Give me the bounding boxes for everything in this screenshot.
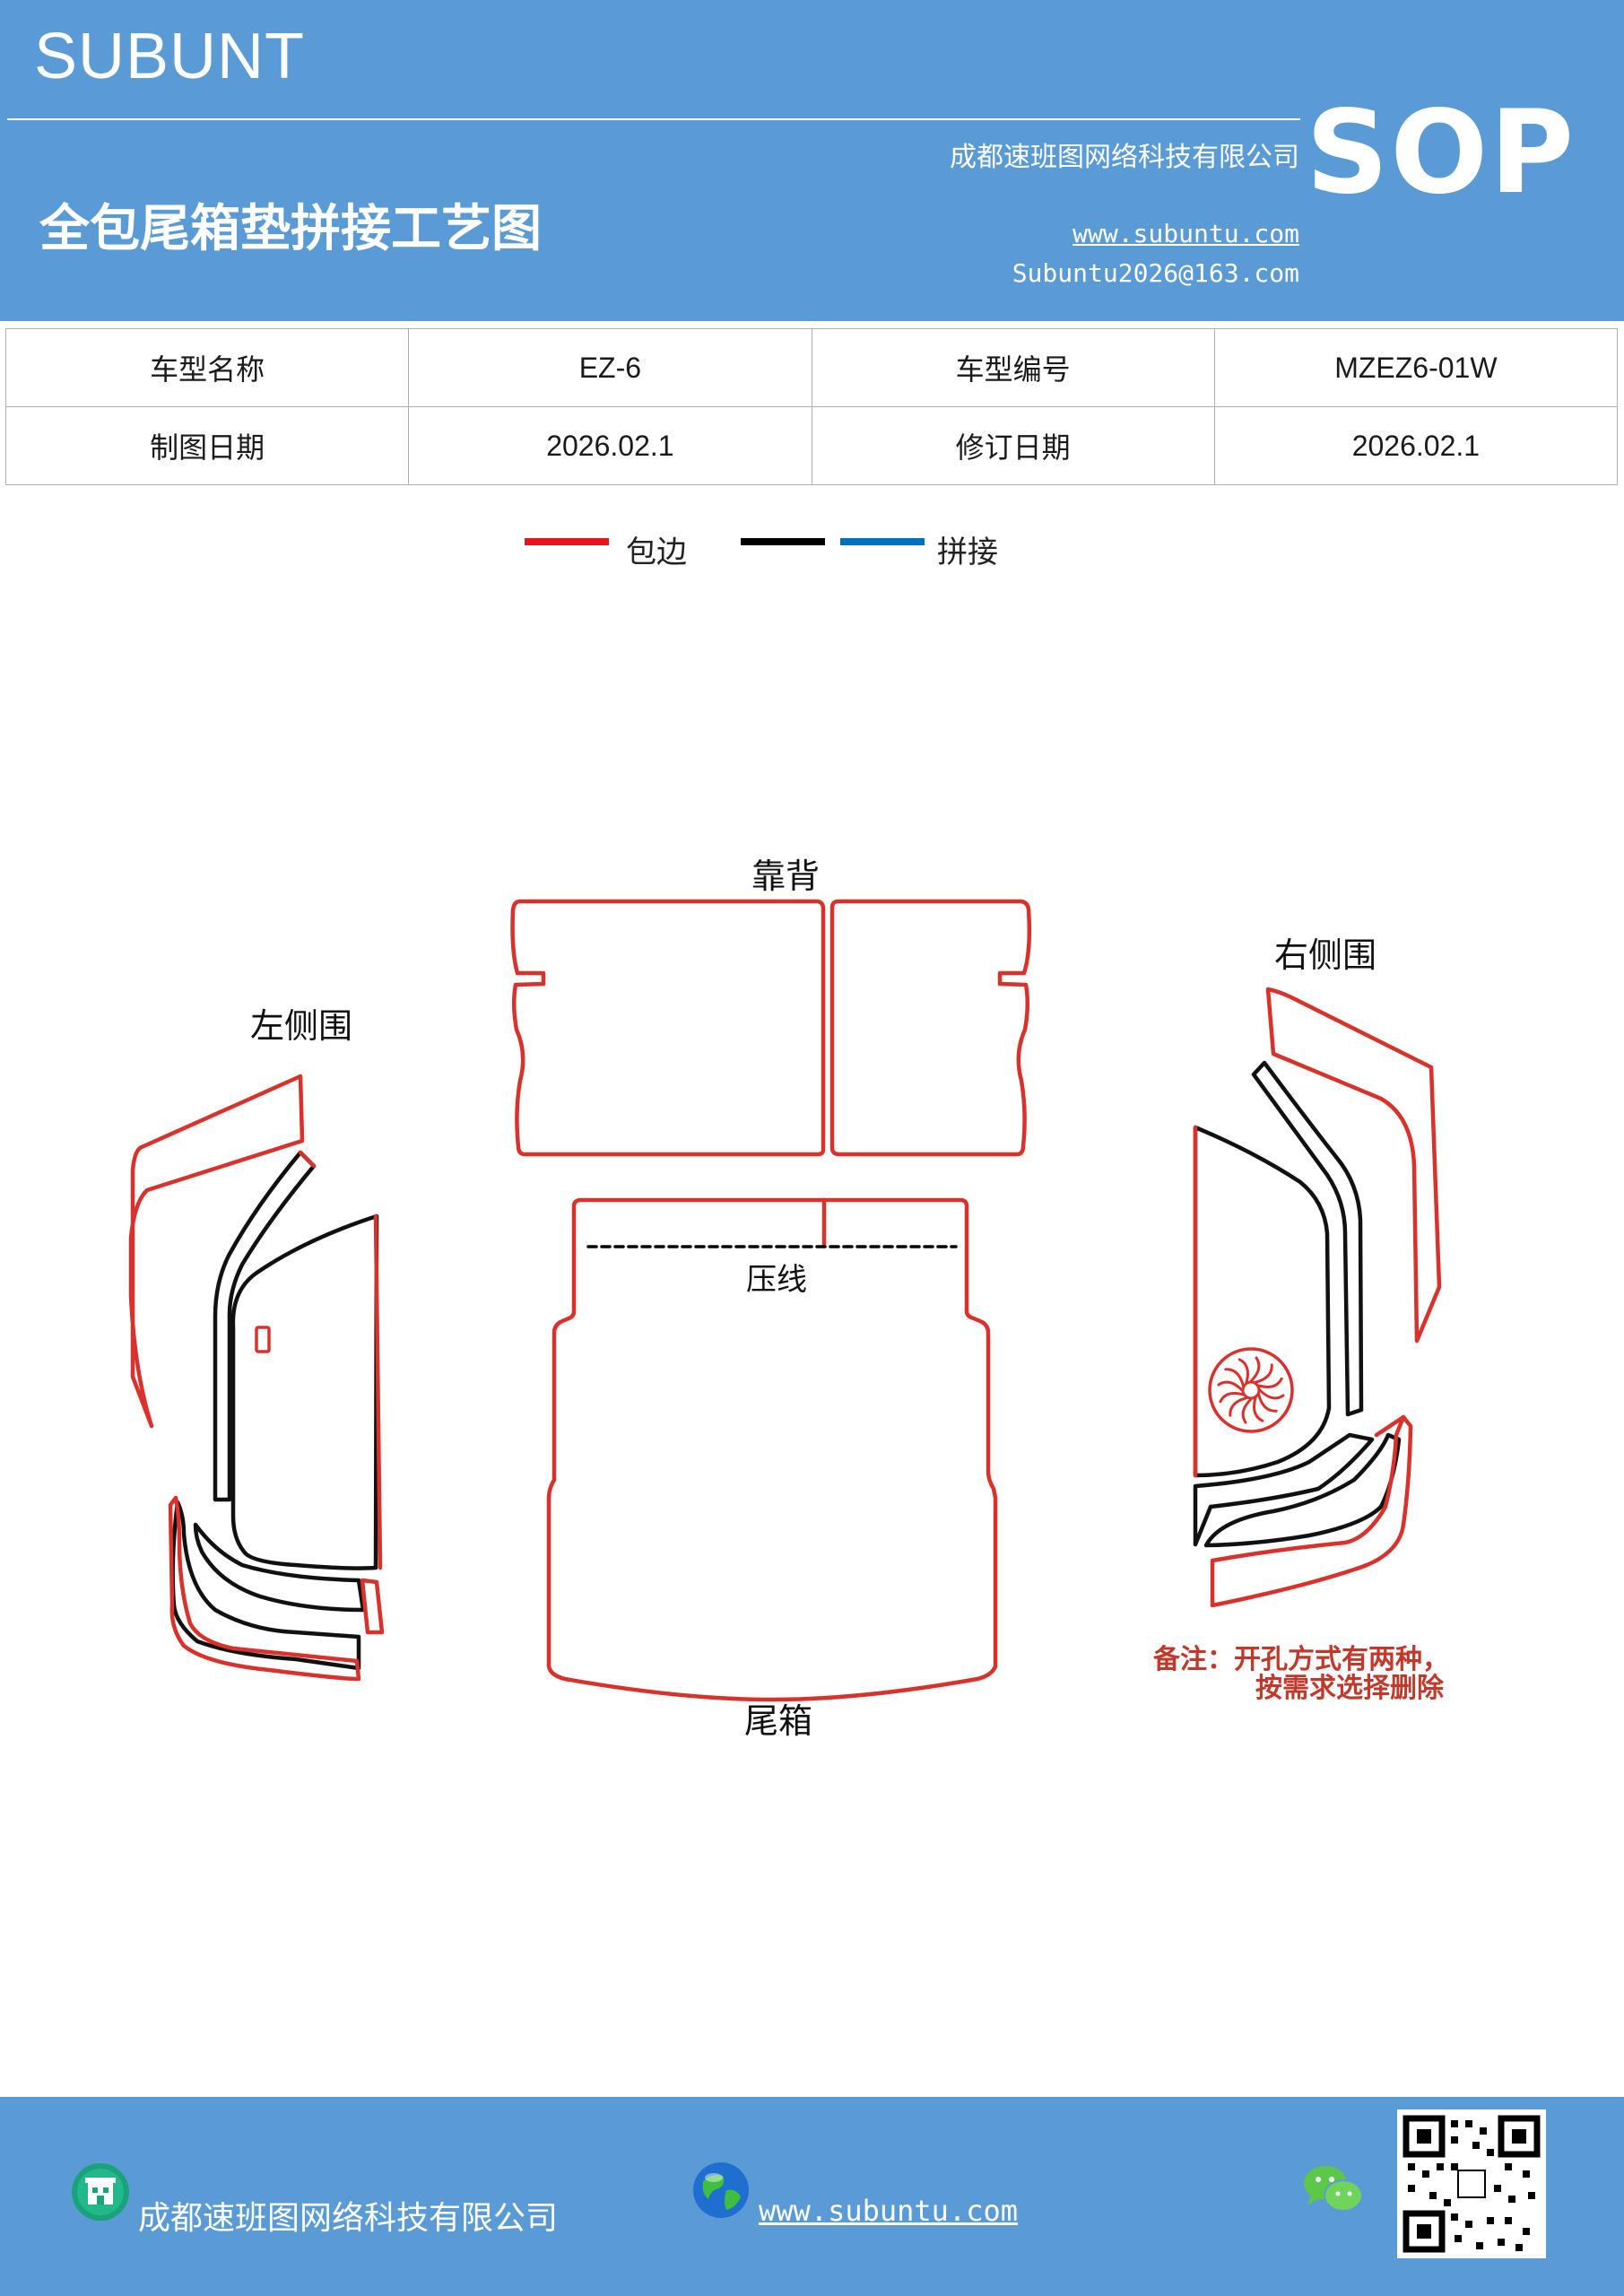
revision-date-label: 修订日期 xyxy=(811,406,1215,485)
left-side-hole xyxy=(255,1326,271,1353)
right-side-lower-cap xyxy=(1374,1414,1406,1438)
backrest-right-panel xyxy=(829,899,1032,1157)
left-side-main-panel xyxy=(230,1213,379,1570)
revision-date-value: 2026.02.1 xyxy=(1213,406,1619,485)
model-code-label: 车型编号 xyxy=(811,328,1215,407)
right-side-lower-strip-c xyxy=(1210,1414,1413,1608)
company-name: 成都速班图网络科技有限公司 xyxy=(950,142,1299,173)
website-link[interactable]: www.subuntu.com xyxy=(1073,219,1299,248)
table-row: 制图日期 2026.02.1 修订日期 2026.02.1 xyxy=(4,406,1619,485)
header-banner: SUBUNT SOP 成都速班图网络科技有限公司 全包尾箱垫拼接工艺图 www.… xyxy=(0,0,1624,321)
wechat-icon[interactable] xyxy=(1302,2163,1365,2215)
vehicle-info-table: 车型名称 EZ-6 车型编号 MZEZ6-01W 制图日期 2026.02.1 … xyxy=(4,328,1619,485)
right-side-pillar-strip xyxy=(1251,1060,1364,1417)
left-side-pillar-strip xyxy=(213,1150,317,1502)
left-side-pillar-cap xyxy=(298,1150,317,1169)
model-name-value: EZ-6 xyxy=(408,328,812,407)
footer-company-name: 成都速班图网络科技有限公司 xyxy=(138,2200,559,2237)
footer-banner: 成都速班图网络科技有限公司 www.subuntu.com xyxy=(0,2097,1624,2296)
left-side-lower-cap xyxy=(360,1578,385,1635)
model-code-value: MZEZ6-01W xyxy=(1213,328,1619,407)
left-side-upper-strip xyxy=(128,1074,305,1429)
legend: 包边 拼接 xyxy=(0,520,1624,574)
header-divider xyxy=(7,118,1300,120)
trunk-label: 尾箱 xyxy=(744,1701,812,1741)
left-side-lower-strip-a xyxy=(193,1522,366,1613)
left-side-main-edge xyxy=(373,1213,383,1570)
footer-website-link[interactable]: www.subuntu.com xyxy=(759,2194,1018,2228)
trunk-floor-panel xyxy=(546,1197,998,1702)
right-side-lower-strip-a xyxy=(1193,1432,1375,1547)
backrest-label: 靠背 xyxy=(751,857,820,896)
brand-name: SUBUNT xyxy=(34,21,306,92)
legend-swatch-black xyxy=(741,538,825,545)
sop-badge: SOP xyxy=(1306,86,1576,220)
right-side-upper-strip xyxy=(1265,987,1442,1344)
right-side-main-panel xyxy=(1193,1125,1332,1478)
qr-code xyxy=(1397,2109,1546,2258)
building-icon xyxy=(72,2163,129,2221)
left-side-lower-strip-c xyxy=(168,1495,361,1682)
note-line-1: 备注：开孔方式有两种， xyxy=(1153,1644,1449,1675)
right-side-lower-strip-b xyxy=(1203,1432,1402,1548)
document-title: 全包尾箱垫拼接工艺图 xyxy=(39,200,542,258)
model-name-label: 车型名称 xyxy=(4,328,410,407)
backrest-left-panel xyxy=(510,899,826,1157)
crease-label: 压线 xyxy=(746,1262,807,1298)
left-side-lower-strip-b xyxy=(170,1500,361,1671)
drawing-date-value: 2026.02.1 xyxy=(408,406,812,485)
note-line-2: 按需求选择删除 xyxy=(1255,1673,1445,1704)
email-address: Subuntu2026@163.com xyxy=(1012,258,1299,288)
globe-icon xyxy=(693,2162,749,2218)
right-side-vent xyxy=(1208,1347,1294,1433)
qr-code-pattern xyxy=(1403,2115,1541,2253)
right-side-label: 右侧围 xyxy=(1274,935,1376,975)
legend-label-edge: 包边 xyxy=(626,535,687,570)
legend-swatch-seam xyxy=(840,538,925,545)
drawing-date-label: 制图日期 xyxy=(4,406,410,485)
legend-swatch-edge xyxy=(525,538,609,545)
left-side-label: 左侧围 xyxy=(250,1006,352,1046)
legend-label-seam: 拼接 xyxy=(937,535,998,570)
table-row: 车型名称 EZ-6 车型编号 MZEZ6-01W xyxy=(4,328,1619,407)
